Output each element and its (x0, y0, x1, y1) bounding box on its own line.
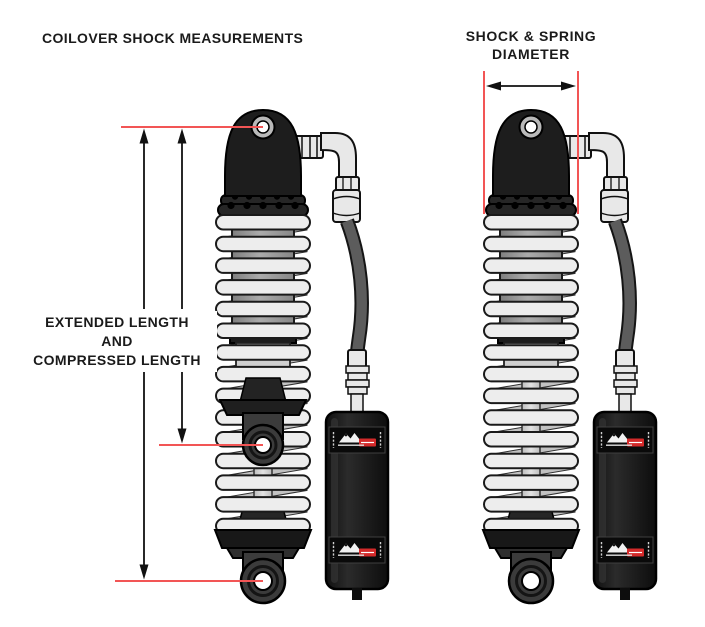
arrowhead-left (486, 81, 501, 91)
arrowhead-down (139, 564, 149, 580)
right-title-line1: SHOCK & SPRING (465, 28, 597, 44)
length-label-line3: COMPRESSED LENGTH (33, 352, 201, 368)
arrowhead-up (139, 128, 149, 144)
diameter-arrow (486, 81, 576, 91)
length-label-line2: AND (101, 333, 133, 349)
right-coilover-illustration (483, 110, 656, 603)
arrowhead-down (177, 428, 187, 444)
arrowhead-up (177, 128, 187, 144)
left-coilover-illustration (215, 110, 388, 603)
length-label-line1: EXTENDED LENGTH (45, 314, 189, 330)
left-diagram-title: COILOVER SHOCK MEASUREMENTS (42, 30, 304, 46)
diameter-measurement-overlay (483, 71, 579, 214)
length-measurement-label: EXTENDED LENGTH AND COMPRESSED LENGTH (17, 311, 217, 372)
length-arrows (139, 128, 187, 580)
right-title-line2: DIAMETER (492, 46, 570, 62)
length-measurement-overlay (115, 126, 263, 582)
arrowhead-right (561, 81, 576, 91)
right-diagram-title: SHOCK & SPRING DIAMETER (431, 27, 631, 63)
